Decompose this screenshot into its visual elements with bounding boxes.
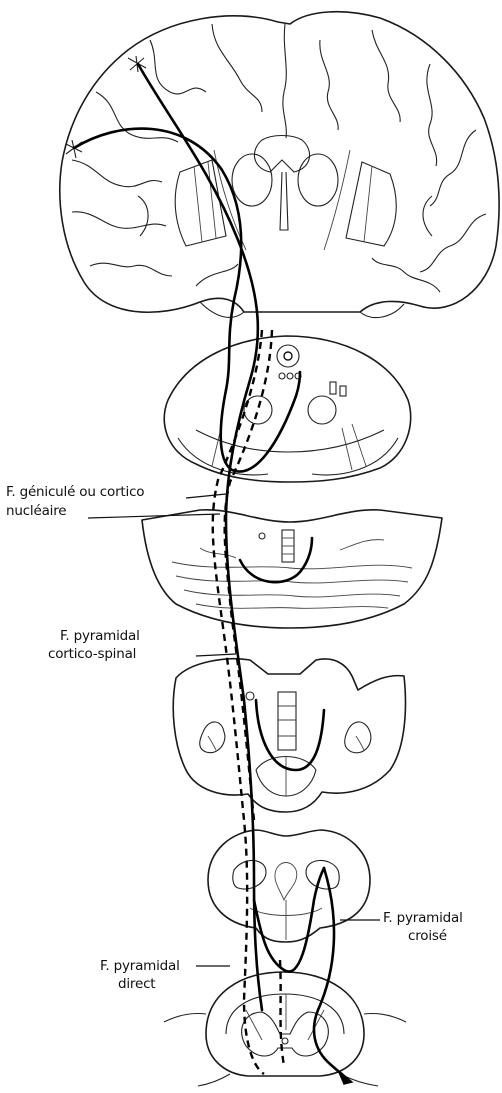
midbrain-section (164, 336, 410, 482)
geniculate-label-line2: nucléaire (6, 503, 66, 519)
pyramidal-label-line2: cortico-spinal (48, 646, 136, 662)
upper-spinal-cord-section (208, 830, 370, 942)
crossed-label-line2: croisé (408, 928, 447, 944)
pons-section (142, 510, 442, 628)
direct-label-line2: direct (118, 976, 155, 992)
lower-spinal-cord-section (164, 972, 406, 1086)
crossed-label-line1: F. pyramidal (383, 910, 463, 926)
medulla-section (173, 659, 405, 812)
brain-coronal-section (60, 12, 499, 318)
pyramidal-label-line1: F. pyramidal (60, 628, 140, 644)
direct-label-line1: F. pyramidal (100, 958, 180, 974)
geniculate-label-line1: F. géniculé ou cortico (6, 484, 144, 500)
